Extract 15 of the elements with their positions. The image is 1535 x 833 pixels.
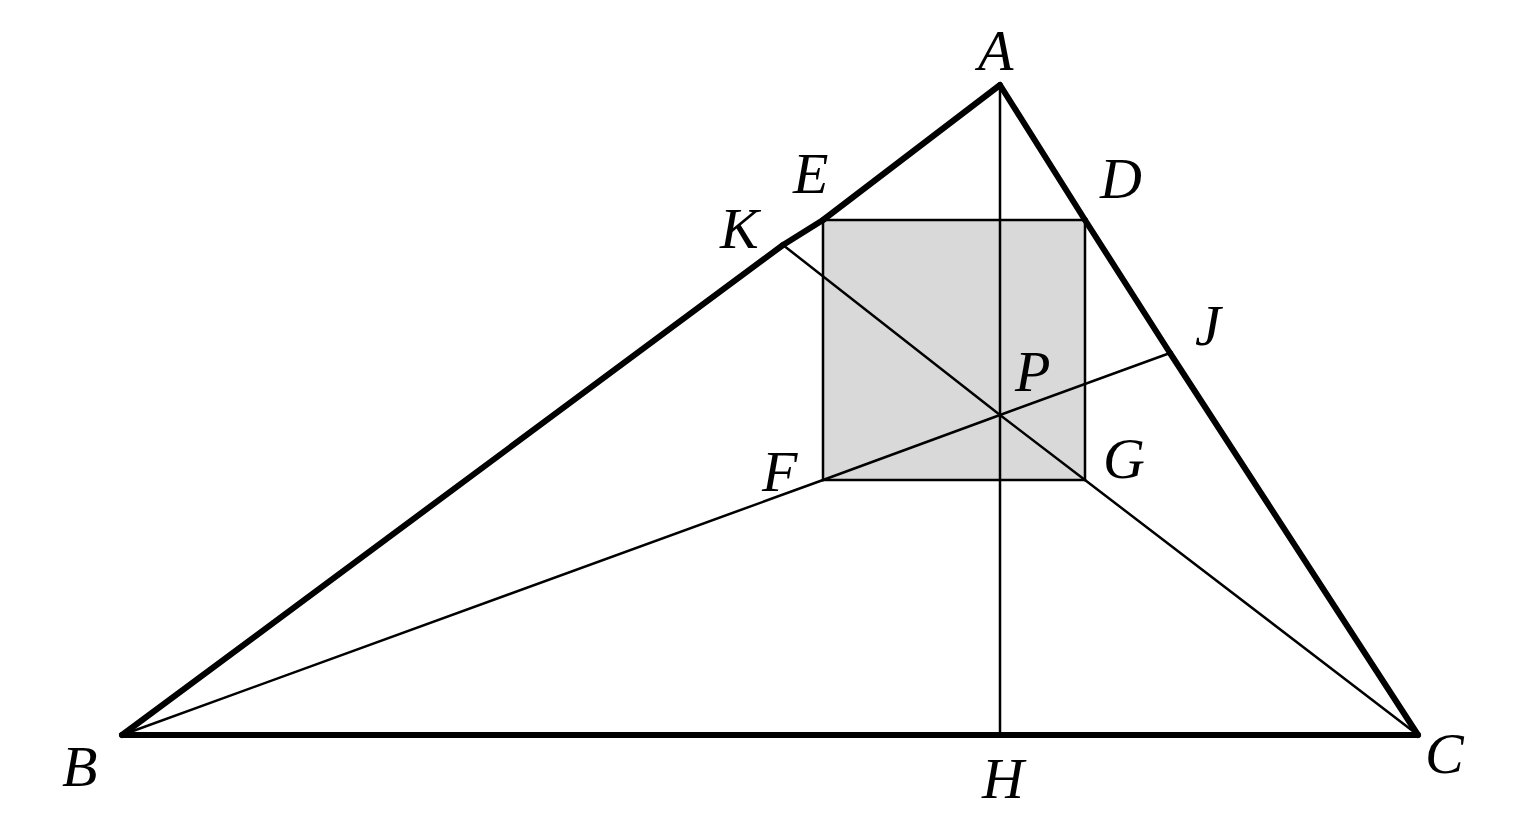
point-label: F [762, 443, 798, 501]
point-label: B [62, 738, 98, 796]
point-label: K [720, 200, 759, 258]
triangle-side [780, 217, 826, 248]
point-label: J [1195, 297, 1221, 355]
point-label: D [1100, 150, 1142, 208]
point-label: G [1103, 430, 1145, 488]
point-label: P [1015, 343, 1051, 401]
point-label: E [793, 145, 829, 203]
triangle-side [1082, 217, 1173, 356]
triangle-side [997, 732, 1421, 738]
point-label: C [1425, 725, 1464, 783]
line-segment [781, 243, 1002, 417]
line-segment [998, 413, 1087, 482]
line-segment [821, 413, 1002, 482]
